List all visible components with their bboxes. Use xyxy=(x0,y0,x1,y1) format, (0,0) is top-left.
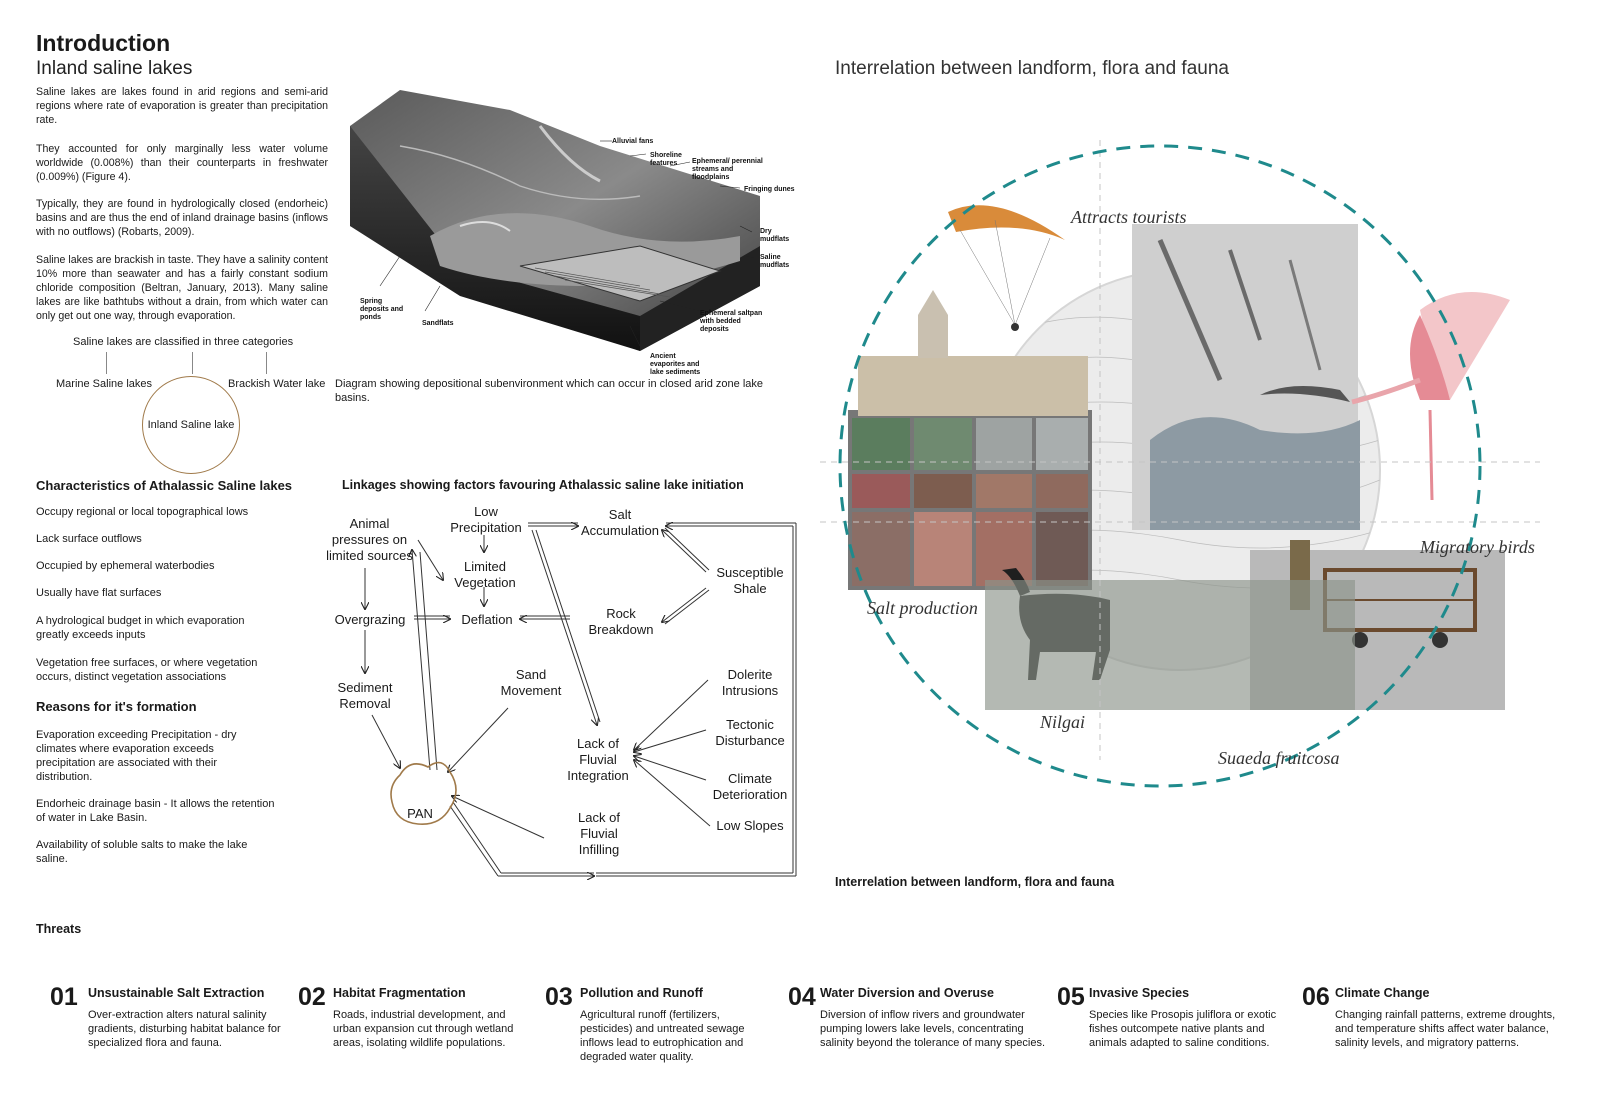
intro-paragraph: They accounted for only marginally less … xyxy=(36,143,328,183)
threat-description: Roads, industrial development, and urban… xyxy=(333,1009,514,1049)
node-sand-movement: Sand Movement xyxy=(500,667,562,698)
flamingo-icon xyxy=(1260,292,1510,501)
threat-number: 05 xyxy=(1057,983,1085,1011)
characteristic-item: A hydrological budget in which evaporati… xyxy=(36,615,245,641)
diagram-label: Spring deposits and ponds xyxy=(360,298,404,321)
threat-description: Over-extraction alters natural salinity … xyxy=(88,1009,281,1049)
intro-paragraph: Saline lakes are brackish in taste. They… xyxy=(36,254,328,322)
node-susceptible-shale: Susceptible Shale xyxy=(716,565,784,596)
classification-connector xyxy=(192,352,193,374)
classification-connector xyxy=(106,352,107,374)
brackish-lake-label: Brackish Water lake xyxy=(228,378,326,390)
node-lack-fluvial-infilling: Lack of Fluvial Infilling xyxy=(578,810,620,857)
threat-title: Water Diversion and Overuse xyxy=(820,986,994,1000)
diagram-caption: Diagram showing depositional subenvironm… xyxy=(335,378,764,404)
paraglider-icon xyxy=(948,205,1065,240)
reason-item: Endorheic drainage basin - It allows the… xyxy=(36,798,275,824)
diagram-label: Ephemeral/ perennial streams and floodpl… xyxy=(692,158,763,181)
marine-lake-label: Marine Saline lakes xyxy=(56,378,152,390)
threat-number: 03 xyxy=(545,983,573,1011)
diagram-label: Ephemeral saltpan with bedded deposits xyxy=(700,310,763,333)
node-animal-pressures: Animal pressures on limited sources xyxy=(326,516,413,563)
node-lack-fluvial-integration: Lack of Fluvial Integration xyxy=(567,736,629,783)
node-limited-vegetation: Limited Vegetation xyxy=(454,559,516,590)
threat-number: 02 xyxy=(298,983,326,1011)
threat-description: Agricultural runoff (fertilizers, pestic… xyxy=(580,1009,745,1063)
threat-description: Diversion of inflow rivers and groundwat… xyxy=(820,1009,1046,1049)
inland-lake-label: Inland Saline lake xyxy=(147,419,235,431)
depositional-block-diagram xyxy=(350,90,760,351)
node-low-precipitation: Low Precipitation xyxy=(450,504,522,535)
characteristic-item: Occupy regional or local topographical l… xyxy=(36,506,249,518)
label-attracts-tourists: Attracts tourists xyxy=(1071,207,1187,227)
page-title: Introduction xyxy=(36,30,171,56)
threat-description: Species like Prosopis juliflora or exoti… xyxy=(1089,1009,1277,1049)
threat-number: 04 xyxy=(788,983,816,1011)
pan-outline xyxy=(390,761,457,825)
threat-title: Invasive Species xyxy=(1089,986,1190,1000)
diagram-label: Shoreline features xyxy=(650,152,682,167)
node-low-slopes: Low Slopes xyxy=(716,818,784,833)
node-pan: PAN xyxy=(407,806,433,821)
diagram-label: Sandflats xyxy=(422,320,454,327)
node-deflation: Deflation xyxy=(461,612,513,627)
interrelation-dashed-circle xyxy=(838,144,1482,788)
node-rock-breakdown: Rock Breakdown xyxy=(588,606,654,637)
threats-title: Threats xyxy=(36,922,82,936)
classification-connector xyxy=(266,352,267,374)
intro-paragraph: Typically, they are found in hydrologica… xyxy=(36,198,328,238)
classification-heading: Saline lakes are classified in three cat… xyxy=(73,336,294,348)
reason-item: Evaporation exceeding Precipitation - dr… xyxy=(36,729,237,783)
diagram-label: Fringing dunes xyxy=(744,186,795,193)
diagram-label: Ancient evaporites and lake sediments xyxy=(650,353,701,376)
page-subtitle: Inland saline lakes xyxy=(36,58,193,79)
temple-spire xyxy=(918,290,948,358)
reasons-title: Reasons for it's formation xyxy=(36,699,197,714)
node-tectonic-disturbance: Tectonic Disturbance xyxy=(715,717,785,748)
diagram-label: Dry mudflats xyxy=(760,228,790,243)
threat-title: Habitat Fragmentation xyxy=(333,986,466,1000)
characteristic-item: Occupied by ephemeral waterbodies xyxy=(36,560,215,572)
linkages-title: Linkages showing factors favouring Athal… xyxy=(342,478,744,492)
label-nilgai: Nilgai xyxy=(1040,712,1086,732)
town-buildings xyxy=(858,356,1088,416)
intro-paragraph: Saline lakes are lakes found in arid reg… xyxy=(36,86,328,126)
characteristics-title: Characteristics of Athalassic Saline lak… xyxy=(36,478,293,493)
threat-description: Changing rainfall patterns, extreme drou… xyxy=(1335,1009,1556,1049)
characteristic-item: Lack surface outflows xyxy=(36,533,142,545)
suaeda-photo xyxy=(985,580,1355,710)
node-salt-accumulation: Salt Accumulation xyxy=(580,507,660,538)
node-climate-deterioration: Climate Deterioration xyxy=(712,771,788,802)
linkages-arrows xyxy=(300,490,797,900)
node-dolerite-intrusions: Dolerite Intrusions xyxy=(721,667,779,698)
inland-lake-circle xyxy=(142,376,240,474)
interrelation-caption: Interrelation between landform, flora an… xyxy=(835,875,1115,889)
characteristic-item: Usually have flat surfaces xyxy=(36,587,162,599)
label-migratory-birds: Migratory birds xyxy=(1420,537,1535,557)
diagram-label: Alluvial fans xyxy=(612,138,654,145)
characteristic-item: Vegetation free surfaces, or where veget… xyxy=(36,657,258,683)
diagram-label: Saline mudflats xyxy=(760,254,790,269)
reason-item: Availability of soluble salts to make th… xyxy=(36,839,248,865)
label-salt-production: Salt production xyxy=(867,598,978,618)
threat-title: Pollution and Runoff xyxy=(580,986,703,1000)
interrelation-title: Interrelation between landform, flora an… xyxy=(835,58,1229,79)
interrelation-collage xyxy=(820,140,1540,788)
threat-title: Climate Change xyxy=(1335,986,1430,1000)
node-overgrazing: Overgrazing xyxy=(334,612,406,627)
threat-title: Unsustainable Salt Extraction xyxy=(88,986,265,1000)
threat-number: 06 xyxy=(1302,983,1330,1011)
node-sediment-removal: Sediment Removal xyxy=(337,680,393,711)
label-suaeda: Suaeda fruitcosa xyxy=(1218,748,1340,768)
threat-number: 01 xyxy=(50,983,78,1011)
